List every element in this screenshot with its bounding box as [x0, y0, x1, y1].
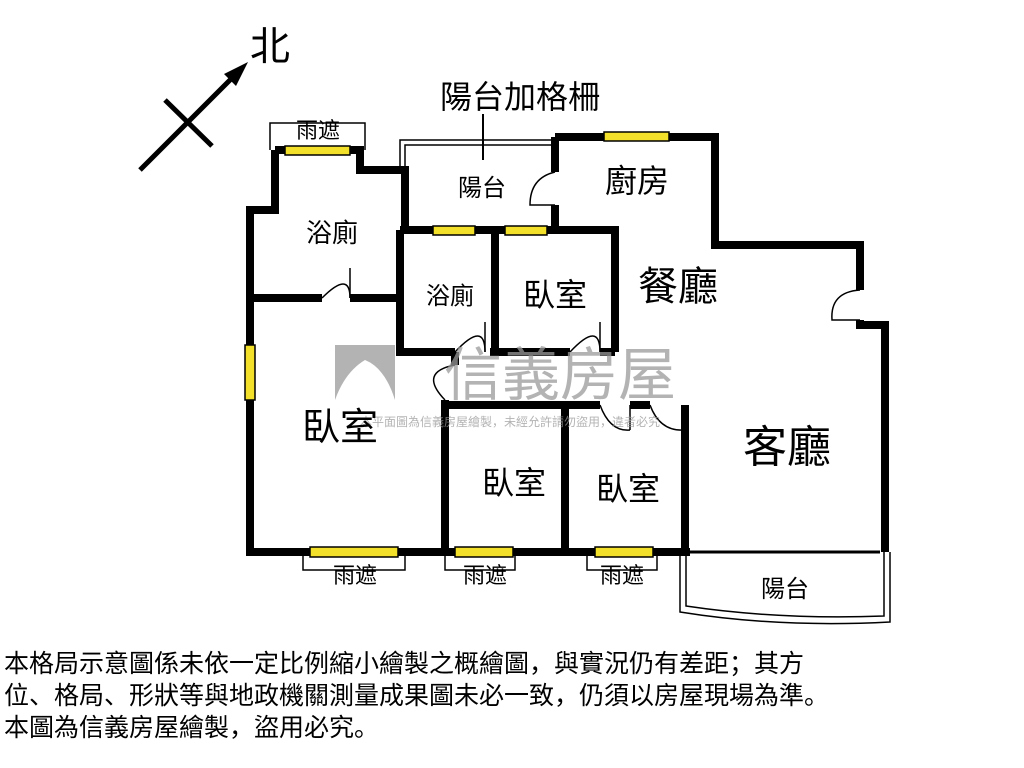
watermark-brand: 信義房屋 [444, 341, 676, 409]
windows [244, 131, 670, 558]
balcony-outlines [269, 122, 891, 625]
awning-label: 雨遮 [296, 119, 340, 144]
room-bedroom-mid: 臥室 [482, 464, 546, 502]
floor-plan: 北 陽台加格柵 [138, 24, 891, 625]
awning-label: 雨遮 [600, 564, 644, 589]
room-balcony-top: 陽台 [458, 174, 506, 202]
room-bedroom-right: 臥室 [596, 470, 660, 508]
awning-label: 雨遮 [333, 564, 377, 589]
room-bedroom-master: 臥室 [302, 405, 378, 449]
room-dining: 餐廳 [638, 264, 718, 310]
disclaimer-line: 本格局示意圖係未依一定比例縮小繪製之概繪圖，與實況仍有差距；其方 [4, 649, 805, 678]
door-swings [321, 171, 880, 554]
watermark-notice: 本平面圖為信義房屋繪製，未經允許請勿盜用，違者必究 [360, 414, 660, 429]
brand-logo-icon [335, 345, 395, 400]
railing-label: 陽台加格柵 [440, 78, 600, 116]
room-balcony-bottom: 陽台 [761, 575, 809, 603]
room-bath-mid: 浴廁 [426, 282, 474, 310]
room-kitchen: 廚房 [605, 162, 669, 200]
watermark: 信義房屋 本平面圖為信義房屋繪製，未經允許請勿盜用，違者必究 [335, 341, 676, 429]
room-bath-left: 浴廁 [306, 219, 358, 249]
awning-label: 雨遮 [463, 564, 507, 589]
disclaimer-line: 本圖為信義房屋繪製，盜用必究。 [4, 713, 380, 742]
compass-icon: 北 [138, 24, 290, 172]
disclaimer: 本格局示意圖係未依一定比例縮小繪製之概繪圖，與實況仍有差距；其方 位、格局、形狀… [4, 648, 1024, 744]
room-bedroom-small: 臥室 [523, 276, 587, 314]
north-label: 北 [250, 24, 290, 70]
disclaimer-line: 位、格局、形狀等與地政機關測量成果圖未必一致，仍須以房屋現場為準。 [4, 681, 830, 710]
room-living: 客廳 [743, 422, 831, 473]
